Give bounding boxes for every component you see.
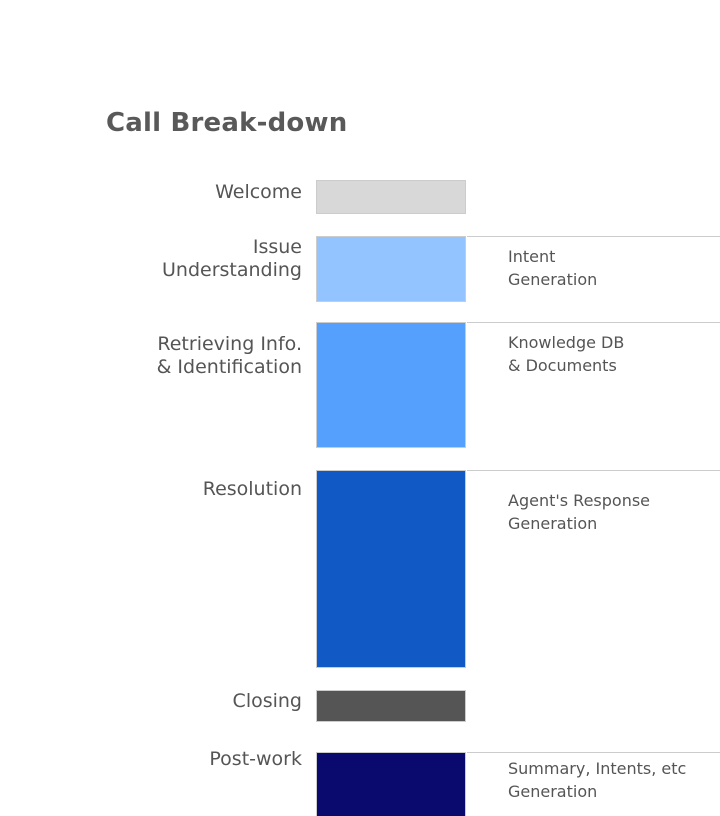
bar-annotation-issue-understanding: Intent Generation: [508, 247, 598, 290]
bar-resolution[interactable]: [316, 470, 466, 668]
bar-issue-understanding[interactable]: [316, 236, 466, 302]
bar-annotation-post-work: Summary, Intents, etc Generation: [508, 757, 720, 803]
bar-label-retrieving-info: Retrieving Info. & Identification: [156, 333, 302, 379]
bar-label-resolution: Resolution: [202, 478, 302, 500]
bar-label-welcome: Welcome: [215, 181, 302, 203]
annotation-rule-resolution: [467, 470, 720, 471]
bar-post-work[interactable]: [316, 752, 466, 816]
bar-annotation-resolution: Agent's Response Generation: [508, 491, 651, 534]
annotation-rule-issue-understanding: [467, 236, 720, 237]
bar-label-closing: Closing: [232, 690, 302, 712]
bar-label-issue-understanding: Issue Understanding: [162, 236, 302, 282]
annotation-rule-post-work: [467, 752, 720, 753]
annotation-rule-retrieving-info: [467, 322, 720, 323]
bar-annotation-post-work-line2: Generation: [508, 782, 598, 802]
bar-annotation-retrieving-info: Knowledge DB & Documents: [508, 333, 625, 376]
bar-label-post-work: Post-work: [209, 748, 302, 770]
bar-retrieving-info[interactable]: [316, 322, 466, 448]
bar-welcome[interactable]: [316, 180, 466, 214]
bar-closing[interactable]: [316, 690, 466, 722]
bar-annotation-post-work-line1: Summary, Intents, etc: [508, 759, 687, 778]
chart-title: Call Break-down: [106, 108, 348, 138]
